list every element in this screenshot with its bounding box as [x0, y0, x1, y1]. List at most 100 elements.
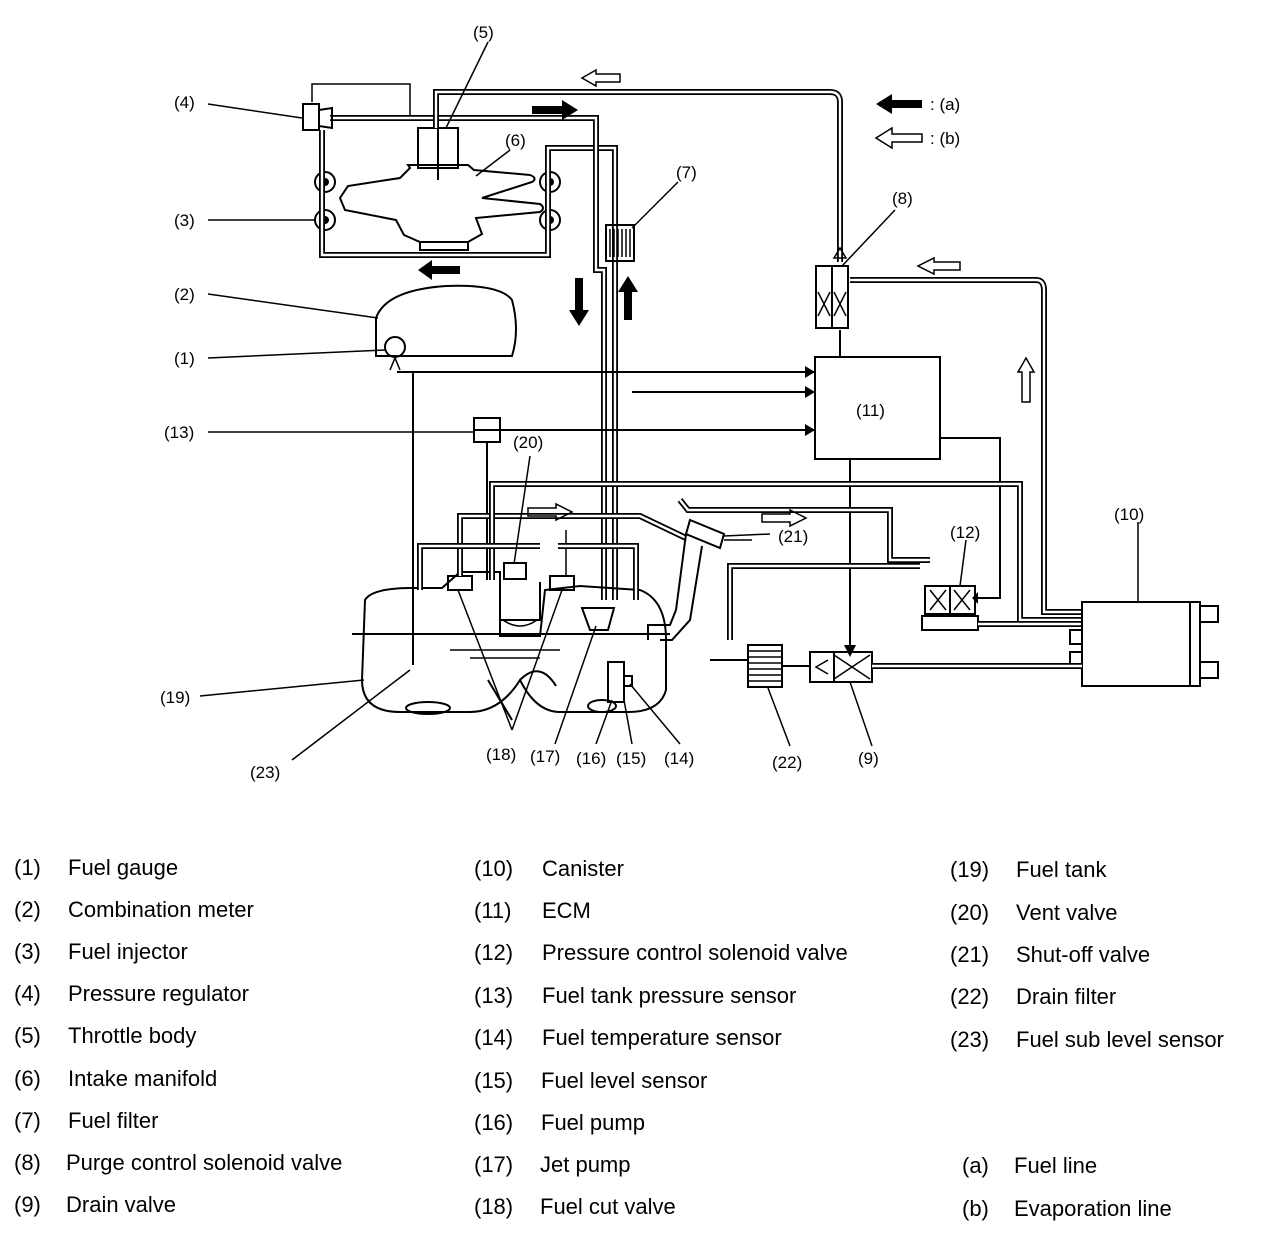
- callout-22: (22): [772, 753, 802, 772]
- legend-num: (9): [14, 1192, 41, 1217]
- arrow-key-b-icon: [874, 126, 923, 150]
- pressure-regulator: [302, 83, 411, 131]
- tank-vent-main-line: [417, 481, 1082, 623]
- canister-line: [850, 277, 1082, 615]
- legend-num: (5): [14, 1023, 41, 1048]
- legend-text: Fuel cut valve: [540, 1194, 676, 1219]
- fuel-cut-valves: [447, 513, 688, 591]
- legend-item-2: (2)Combination meter: [14, 897, 254, 923]
- legend-item-20: (20) Vent valve: [950, 900, 1118, 926]
- purge-control-solenoid-valve: [815, 246, 849, 356]
- legend-num: (13): [474, 983, 514, 1008]
- legend-num: (15): [474, 1068, 514, 1093]
- pressure-control-solenoid-valve: [727, 563, 1082, 640]
- legend-num: (20): [950, 900, 990, 925]
- legend-num: (12): [474, 940, 514, 965]
- intake-manifold: [338, 164, 544, 251]
- legend-num: (23): [950, 1027, 990, 1052]
- legend-text: Fuel tank: [1016, 857, 1107, 882]
- legend-text: Fuel line: [1014, 1153, 1098, 1178]
- legend-num: (a): [962, 1153, 989, 1178]
- legend-text: Fuel injector: [68, 939, 188, 964]
- arrow-key-b-label: : (b): [930, 129, 960, 148]
- arrow-key-a-label: : (a): [930, 95, 960, 114]
- ecm: [814, 356, 941, 460]
- fuel-filter: [605, 224, 635, 262]
- legend-num: (1): [14, 855, 41, 880]
- callout-9: (9): [858, 749, 879, 768]
- legend-text: Purge control solenoid valve: [66, 1150, 343, 1175]
- legend-item-10: (10)Canister: [474, 856, 624, 882]
- legend-item-9: (9) Drain valve: [14, 1192, 176, 1218]
- shut-off-valve-and-filler: [647, 498, 930, 641]
- signal-lines: [397, 366, 1001, 665]
- callout-20: (20): [513, 433, 543, 452]
- legend-num: (22): [950, 984, 990, 1009]
- legend-item-23: (23)Fuel sub level sensor: [950, 1027, 1224, 1053]
- callout-5: (5): [473, 23, 494, 42]
- callout-14: (14): [664, 749, 694, 768]
- legend-num: (21): [950, 942, 990, 967]
- legend-item-17: (17) Jet pump: [474, 1152, 631, 1178]
- legend-item-18: (18) Fuel cut valve: [474, 1194, 676, 1220]
- legend-num: (11): [474, 898, 512, 923]
- legend-text: Intake manifold: [68, 1066, 218, 1091]
- legend-item-7: (7) Fuel filter: [14, 1108, 158, 1134]
- legend-num: (18): [474, 1194, 514, 1219]
- legend-num: (4): [14, 981, 41, 1006]
- callout-13: (13): [164, 423, 194, 442]
- legend-text: Fuel pump: [541, 1110, 645, 1135]
- callout-21: (21): [778, 527, 808, 546]
- legend-text: Fuel filter: [68, 1108, 159, 1133]
- evaporation-line-top: [433, 89, 843, 262]
- legend-text: Fuel tank pressure sensor: [542, 983, 797, 1008]
- callout-2: (2): [174, 285, 195, 304]
- drain-filter: [710, 644, 783, 688]
- legend-item-b: (b)Evaporation line: [962, 1196, 1172, 1222]
- legend-item-21: (21) Shut-off valve: [950, 942, 1150, 968]
- legend-item-19: (19) Fuel tank: [950, 857, 1107, 883]
- legend-text: Drain valve: [66, 1192, 177, 1217]
- throttle-body: [417, 127, 459, 180]
- legend-num: (8): [14, 1150, 41, 1175]
- legend-text: Shut-off valve: [1016, 942, 1151, 967]
- legend-num: (3): [14, 939, 41, 964]
- callout-6: (6): [505, 131, 526, 150]
- legend-text: Throttle body: [68, 1023, 197, 1048]
- callout-labels: (1) (2) (3) (4) (5) (6) (7) (8) (9) (10)…: [160, 23, 1144, 782]
- legend-item-4: (4) Pressure regulator: [14, 981, 249, 1007]
- canister: [1069, 601, 1219, 687]
- vent-valve: [499, 562, 541, 627]
- legend-num: (7): [14, 1108, 41, 1133]
- fuel-rail: [319, 115, 618, 600]
- fuel-pump-and-level-sensor: [607, 661, 633, 703]
- fuel-system-diagram: : (a) : (b) (1) (2) (3) (4) (5): [160, 23, 1219, 782]
- legend-num: (19): [950, 857, 990, 882]
- legend-item-5: (5) Throttle body: [14, 1023, 196, 1049]
- legend-num: (17): [474, 1152, 514, 1177]
- callout-18: (18): [486, 745, 516, 764]
- legend-num: (6): [14, 1066, 41, 1091]
- callout-4: (4): [174, 93, 195, 112]
- legend-text: Vent valve: [1016, 900, 1118, 925]
- callout-8: (8): [892, 189, 913, 208]
- callout-11: (11): [856, 401, 885, 420]
- callout-12: (12): [950, 523, 980, 542]
- legend-text: Jet pump: [540, 1152, 631, 1177]
- callout-10: (10): [1114, 505, 1144, 524]
- legend-text: Drain filter: [1016, 984, 1117, 1009]
- legend-text: Pressure regulator: [68, 981, 249, 1006]
- fuel-tank-pressure-sensor: [473, 417, 501, 580]
- fuel-tank: [352, 571, 670, 721]
- legend-item-15: (15) Fuel level sensor: [474, 1068, 707, 1094]
- fuel-flow-arrows: [418, 100, 638, 326]
- legend-text: Combination meter: [68, 897, 254, 922]
- jet-pump: [580, 607, 616, 631]
- legend-item-16: (16) Fuel pump: [474, 1110, 645, 1136]
- legend-item-8: (8) Purge control solenoid valve: [14, 1150, 342, 1176]
- callout-16: (16): [576, 749, 606, 768]
- fuel-injectors: [314, 171, 561, 231]
- legend-num: (16): [474, 1110, 514, 1135]
- legend-text: Fuel level sensor: [541, 1068, 708, 1093]
- legend-num: (10): [474, 856, 514, 881]
